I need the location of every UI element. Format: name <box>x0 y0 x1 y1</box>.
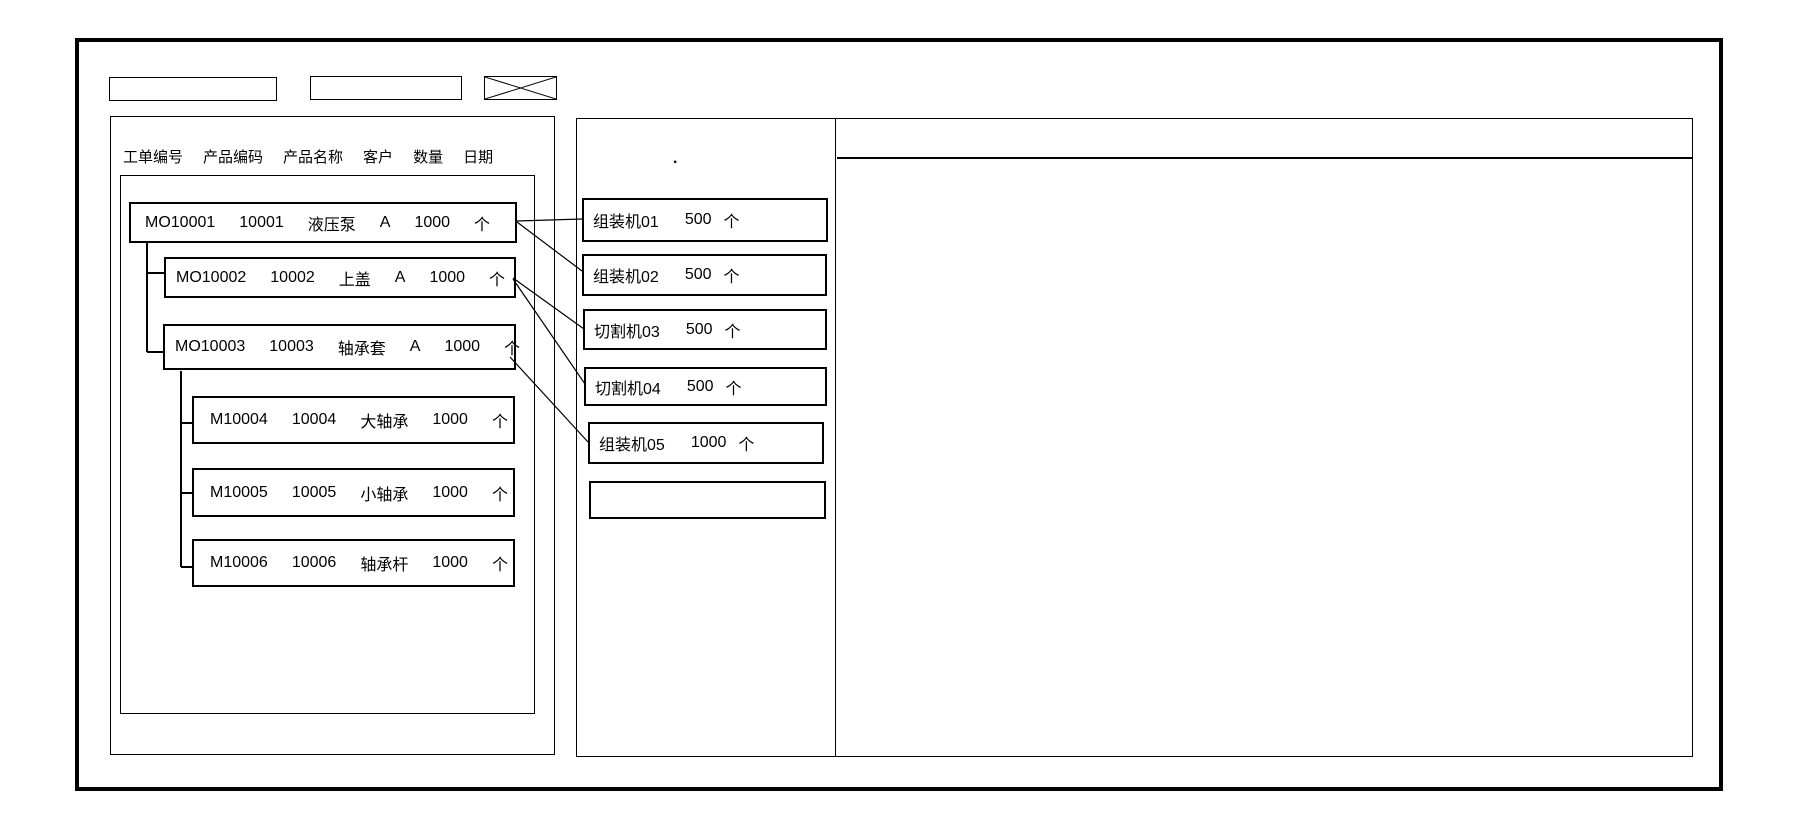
machine-box-empty[interactable] <box>589 481 826 519</box>
machine-name: 切割机04 <box>595 380 661 398</box>
machine-qty: 500 <box>686 377 714 395</box>
column-header-wo-no: 工单编号 <box>123 149 184 166</box>
order-qty: 1000 <box>432 554 468 571</box>
order-node-M10004[interactable]: M10004 10004 大轴承 1000 个 <box>192 396 515 444</box>
order-wo-no: MO10002 <box>176 268 247 286</box>
machine-box-04[interactable]: 切割机04 500 个 <box>584 367 827 406</box>
order-customer: A <box>394 268 406 286</box>
order-node-MO10002[interactable]: MO10002 10002 上盖 A 1000 个 <box>164 257 516 298</box>
toolbar-input-2[interactable] <box>310 76 462 100</box>
machine-name: 组装机02 <box>593 269 659 286</box>
order-qty: 1000 <box>429 268 466 286</box>
machine-box-02[interactable]: 组装机02 500 个 <box>582 254 827 296</box>
detail-panel <box>835 118 1693 757</box>
machine-unit: 个 <box>738 437 755 454</box>
toolbar-input-1[interactable] <box>109 77 277 101</box>
order-customer: A <box>409 338 421 355</box>
order-product-code: 10006 <box>291 554 337 571</box>
dot-mark: . <box>673 150 678 167</box>
order-node-M10005[interactable]: M10005 10005 小轴承 1000 个 <box>192 468 515 517</box>
order-product-name: 小轴承 <box>360 486 409 504</box>
order-unit: 个 <box>491 557 508 574</box>
order-wo-no: M10005 <box>210 483 268 501</box>
column-header-date: 日期 <box>463 149 494 166</box>
order-qty: 1000 <box>444 338 481 355</box>
machine-qty: 500 <box>684 211 712 228</box>
order-qty: 1000 <box>432 483 468 501</box>
order-node-MO10001[interactable]: MO10001 10001 液压泵 A 1000 个 <box>129 202 517 243</box>
column-header-product-code: 产品编码 <box>203 149 264 166</box>
order-product-code: 10001 <box>239 213 284 231</box>
work-order-column-headers: 工单编号 产品编码 产品名称 客户 数量 日期 <box>123 146 493 167</box>
column-header-qty: 数量 <box>413 149 444 166</box>
order-tree-container <box>120 175 535 714</box>
order-qty: 1000 <box>432 411 468 428</box>
order-product-name: 轴承杆 <box>360 557 409 574</box>
order-wo-no: M10004 <box>210 411 268 428</box>
order-unit: 个 <box>489 271 506 289</box>
x-crossed-box-icon[interactable] <box>484 76 557 100</box>
machine-name: 切割机03 <box>594 323 660 341</box>
order-product-code: 10003 <box>269 338 314 355</box>
machine-box-05[interactable]: 组装机05 1000 个 <box>588 422 824 464</box>
order-product-code: 10004 <box>291 411 337 428</box>
order-product-name: 上盖 <box>338 271 371 289</box>
x-cross-lines <box>485 77 556 99</box>
machine-qty: 500 <box>685 320 713 338</box>
machine-unit: 个 <box>723 269 740 286</box>
order-product-code: 10005 <box>291 483 337 501</box>
order-product-name: 液压泵 <box>307 216 356 234</box>
order-node-M10006[interactable]: M10006 10006 轴承杆 1000 个 <box>192 539 515 587</box>
order-unit: 个 <box>504 341 521 358</box>
machine-qty: 500 <box>684 266 712 283</box>
order-unit: 个 <box>491 486 508 504</box>
order-unit: 个 <box>491 414 508 431</box>
column-header-customer: 客户 <box>363 149 394 166</box>
order-wo-no: MO10001 <box>145 213 216 231</box>
order-wo-no: MO10003 <box>175 338 246 355</box>
order-product-code: 10002 <box>270 268 315 286</box>
machine-qty: 1000 <box>690 434 727 451</box>
column-header-product-name: 产品名称 <box>283 149 344 166</box>
order-qty: 1000 <box>414 213 451 231</box>
order-customer: A <box>379 213 391 231</box>
machine-box-03[interactable]: 切割机03 500 个 <box>583 309 827 350</box>
order-node-MO10003[interactable]: MO10003 10003 轴承套 A 1000 个 <box>163 324 520 370</box>
machine-unit: 个 <box>723 214 740 231</box>
order-unit: 个 <box>474 216 491 234</box>
order-wo-no: M10006 <box>210 554 268 571</box>
machine-unit: 个 <box>724 323 741 341</box>
machine-box-01[interactable]: 组装机01 500 个 <box>582 198 828 242</box>
order-product-name: 大轴承 <box>360 414 409 431</box>
machine-unit: 个 <box>725 380 742 398</box>
machine-name: 组装机01 <box>593 214 659 231</box>
order-product-name: 轴承套 <box>337 341 386 358</box>
machine-name: 组装机05 <box>599 437 665 454</box>
detail-panel-divider <box>837 157 1692 159</box>
